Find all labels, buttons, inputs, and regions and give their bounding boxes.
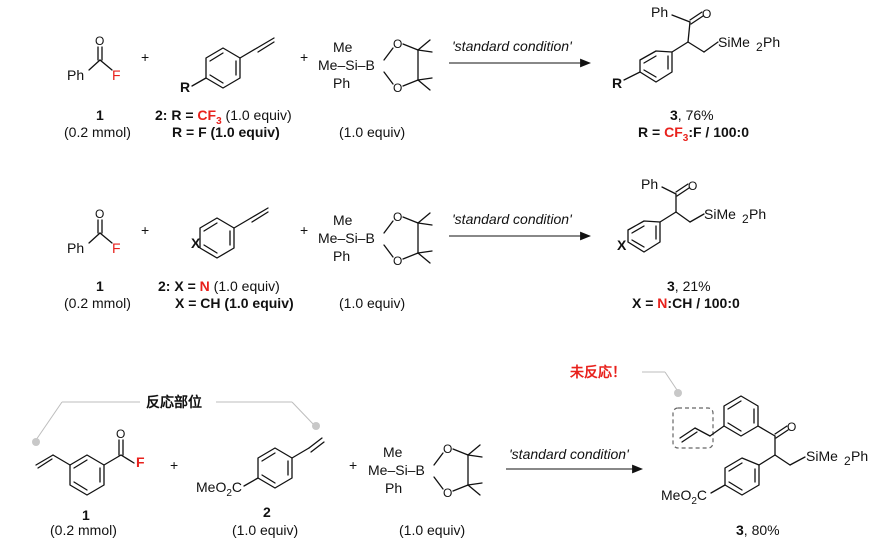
svg-text:O: O xyxy=(393,254,402,268)
svg-text:O: O xyxy=(787,420,796,434)
svg-text:(1.0 equiv): (1.0 equiv) xyxy=(399,522,465,538)
svg-text:SiMe: SiMe xyxy=(806,448,838,464)
svg-text:X: X xyxy=(617,237,627,253)
svg-text:F: F xyxy=(136,454,145,470)
svg-text:Ph: Ph xyxy=(67,240,84,256)
svg-text:3, 76%: 3, 76% xyxy=(670,107,714,123)
svg-text:Me: Me xyxy=(333,212,353,228)
svg-text:3, 80%: 3, 80% xyxy=(736,522,780,538)
svg-text:Ph: Ph xyxy=(333,75,350,91)
svg-text:2: 2 xyxy=(263,504,271,520)
svg-text:2: 2 xyxy=(756,40,763,54)
svg-text:(0.2 mmol): (0.2 mmol) xyxy=(50,522,117,538)
svg-text:Me–Si–B: Me–Si–B xyxy=(318,57,375,73)
svg-text:(0.2 mmol): (0.2 mmol) xyxy=(64,295,131,311)
benzoyl-fluoride-1: Ph O F xyxy=(67,207,121,256)
svg-text:O: O xyxy=(95,207,104,221)
svg-text:(0.2 mmol): (0.2 mmol) xyxy=(64,124,131,140)
callout-dot xyxy=(32,438,40,446)
svg-text:Me–Si–B: Me–Si–B xyxy=(368,462,425,478)
svg-text:2: X = N (1.0 equiv): 2: X = N (1.0 equiv) xyxy=(158,278,280,294)
condition-label: 'standard condition' xyxy=(452,38,573,54)
svg-text:Ph: Ph xyxy=(385,480,402,496)
svg-text:O: O xyxy=(393,37,402,51)
svg-text:O: O xyxy=(688,179,697,193)
svg-text:2: R = CF3 (1.0 equiv): 2: R = CF3 (1.0 equiv) xyxy=(155,107,292,127)
condition-label: 'standard condition' xyxy=(509,446,630,462)
benzoyl-fluoride-1: Ph O F xyxy=(67,34,121,83)
svg-text:O: O xyxy=(393,81,402,95)
row-2: Ph O F + X + Me Me–Si–B Ph O O xyxy=(64,176,766,311)
callout-dot xyxy=(674,389,682,397)
svg-text:O: O xyxy=(116,427,125,441)
reactive-site-callout: 反応部位 xyxy=(32,394,320,446)
svg-text:X: X xyxy=(191,235,201,251)
silylborane: Me Me–Si–B Ph O O xyxy=(368,442,483,500)
svg-text:SiMe: SiMe xyxy=(704,206,736,222)
svg-text:R = CF3:F / 100:0: R = CF3:F / 100:0 xyxy=(638,124,749,144)
svg-text:1: 1 xyxy=(96,278,104,294)
svg-text:F: F xyxy=(112,240,121,256)
plus-sign: + xyxy=(141,49,149,65)
unreacted-callout: 未反応！ xyxy=(570,364,714,449)
svg-text:R: R xyxy=(180,79,190,95)
svg-text:反応部位: 反応部位 xyxy=(146,394,202,410)
svg-text:Ph: Ph xyxy=(749,206,766,222)
silylborane: Me Me–Si–B Ph O O xyxy=(318,37,433,95)
vinylbenzoyl-fluoride-1: O F xyxy=(35,427,145,496)
svg-text:Ph: Ph xyxy=(67,67,84,83)
svg-text:Ph: Ph xyxy=(333,248,350,264)
product-3: Ph O SiMe 2 Ph R xyxy=(612,4,780,91)
condition-label: 'standard condition' xyxy=(452,211,573,227)
row-1: Ph O F + R + Me Me–Si–B Ph xyxy=(64,4,780,144)
row-3: 反応部位 O F + Me xyxy=(32,364,868,538)
callout-dot xyxy=(312,422,320,430)
svg-text:O: O xyxy=(443,486,452,500)
svg-text:O: O xyxy=(702,7,711,21)
plus-sign: + xyxy=(170,457,178,473)
product-3: O SiMe 2 Ph MeO2C xyxy=(661,395,868,507)
svg-text:O: O xyxy=(393,210,402,224)
svg-text:X = CH (1.0 equiv): X = CH (1.0 equiv) xyxy=(175,295,294,311)
svg-text:SiMe: SiMe xyxy=(718,34,750,50)
plus-sign: + xyxy=(349,457,357,473)
plus-sign: + xyxy=(300,49,308,65)
svg-text:3, 21%: 3, 21% xyxy=(667,278,711,294)
svg-text:R: R xyxy=(612,75,622,91)
svg-text:(1.0 equiv): (1.0 equiv) xyxy=(339,295,405,311)
svg-text:1: 1 xyxy=(82,507,90,523)
styrene-2: R xyxy=(180,37,275,95)
svg-text:2: 2 xyxy=(844,454,851,468)
plus-sign: + xyxy=(300,222,308,238)
svg-text:(1.0 equiv): (1.0 equiv) xyxy=(339,124,405,140)
svg-text:Ph: Ph xyxy=(851,448,868,464)
svg-text:Ph: Ph xyxy=(763,34,780,50)
svg-text:O: O xyxy=(443,442,452,456)
svg-text:Me: Me xyxy=(383,444,403,460)
svg-text:Ph: Ph xyxy=(641,176,658,192)
svg-text:R = F (1.0 equiv): R = F (1.0 equiv) xyxy=(172,124,280,140)
silylborane: Me Me–Si–B Ph O O xyxy=(318,210,433,268)
svg-text:X = N:CH / 100:0: X = N:CH / 100:0 xyxy=(632,295,740,311)
svg-text:Me–Si–B: Me–Si–B xyxy=(318,230,375,246)
unreacted-vinyl-box xyxy=(672,407,714,449)
product-3: Ph O SiMe 2 Ph X xyxy=(617,176,766,253)
svg-text:MeO2C: MeO2C xyxy=(196,479,242,499)
svg-text:2: 2 xyxy=(742,212,749,226)
plus-sign: + xyxy=(141,222,149,238)
svg-text:(1.0 equiv): (1.0 equiv) xyxy=(232,522,298,538)
svg-text:1: 1 xyxy=(96,107,104,123)
methyl-vinylbenzoate-2: MeO2C xyxy=(196,437,325,499)
svg-text:F: F xyxy=(112,67,121,83)
svg-text:Me: Me xyxy=(333,39,353,55)
vinylpyridine-2: X xyxy=(191,207,269,259)
svg-text:未反応！: 未反応！ xyxy=(570,364,626,380)
svg-text:O: O xyxy=(95,34,104,48)
svg-text:Ph: Ph xyxy=(651,4,668,20)
svg-text:MeO2C: MeO2C xyxy=(661,487,707,507)
